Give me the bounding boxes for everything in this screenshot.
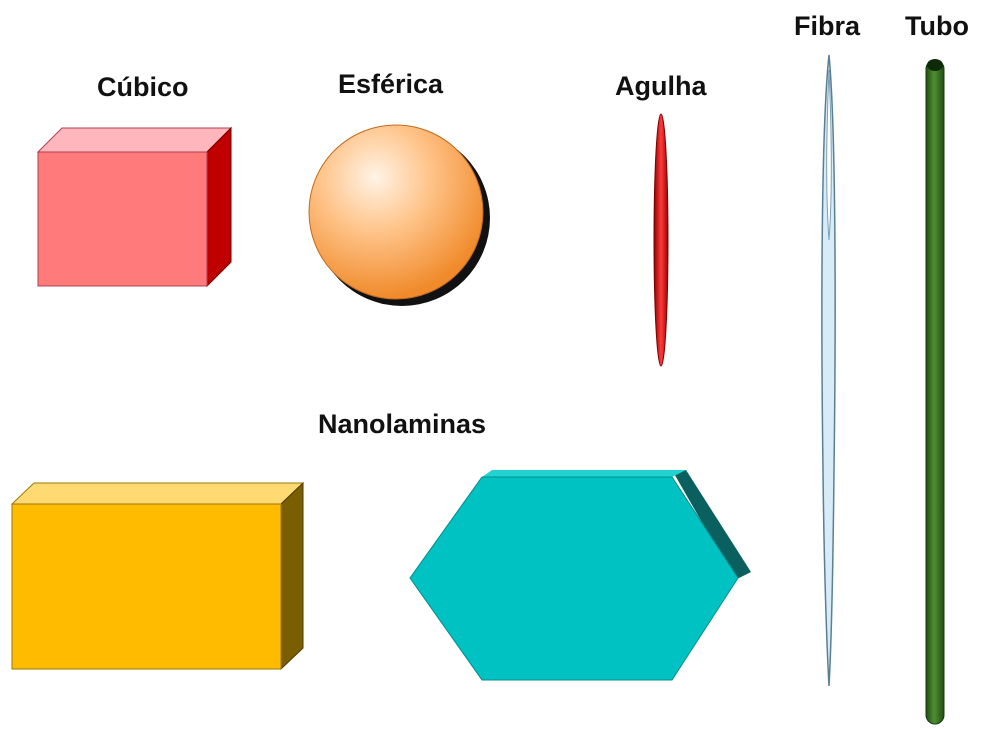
cube-front-face bbox=[37, 151, 208, 287]
label-nanolaminas: Nanolaminas bbox=[318, 409, 487, 439]
cube-side-face bbox=[206, 126, 232, 288]
sphere-shape bbox=[308, 124, 490, 306]
cube-top-face bbox=[36, 127, 233, 153]
fiber-body bbox=[821, 54, 836, 687]
hexagon-front-face bbox=[409, 476, 739, 681]
tube-body bbox=[925, 59, 945, 725]
nanosheet-hexagon bbox=[409, 470, 751, 681]
needle-body bbox=[653, 113, 669, 367]
tube-opening bbox=[927, 59, 943, 71]
label-agulha: Agulha bbox=[615, 71, 707, 101]
hexagon-top-face bbox=[482, 470, 686, 477]
sphere-body bbox=[308, 124, 484, 300]
needle-shape bbox=[653, 113, 669, 367]
tube-shape bbox=[925, 59, 945, 725]
label-fibra: Fibra bbox=[794, 11, 861, 41]
cube-shape bbox=[36, 126, 233, 288]
label-cubico: Cúbico bbox=[97, 72, 189, 102]
nanosheet-slab bbox=[10, 481, 305, 671]
label-tubo: Tubo bbox=[905, 11, 969, 41]
slab-top-face bbox=[10, 482, 305, 505]
fiber-shape bbox=[821, 54, 836, 687]
slab-front-face bbox=[11, 503, 282, 670]
label-esferica: Esférica bbox=[338, 69, 444, 99]
hexagon-side-face bbox=[672, 470, 751, 580]
slab-side-face bbox=[280, 481, 304, 671]
fiber-highlight bbox=[826, 69, 832, 241]
